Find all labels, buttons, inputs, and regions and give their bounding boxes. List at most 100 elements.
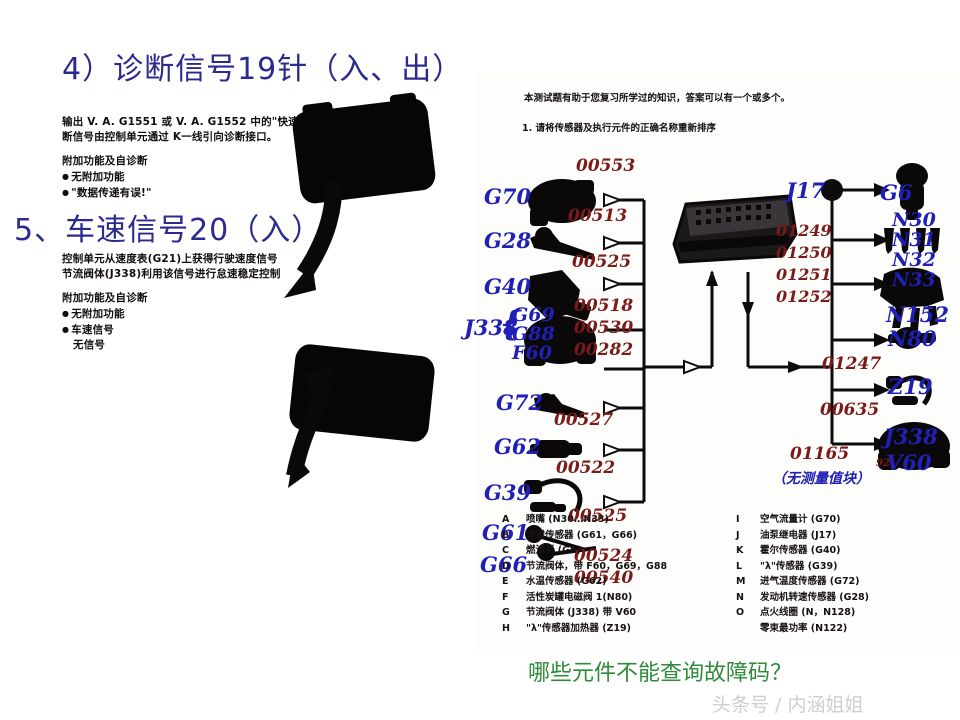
legend-item-o: O 点火线圈 (N，N128): [736, 605, 869, 621]
hw-fault-01252: 01252: [776, 287, 832, 306]
legend-text-l: "λ"传感器 (G39): [760, 560, 838, 572]
hw-injector-codes: N30 N31 N32 N33: [892, 210, 936, 290]
hw-group-label-j338: J338: [464, 315, 518, 340]
hw-code-n33: N33: [892, 269, 936, 291]
hw-fault-01249: 01249: [776, 221, 832, 240]
legend-key-n: N: [736, 591, 744, 603]
legend-item-j: J 油泵继电器 (J17): [736, 528, 869, 544]
hw-code-g40: G40: [484, 274, 532, 299]
throttle-body-j338-icon: [878, 422, 950, 470]
legend-item-e: E 水温传感器 (G62): [502, 574, 667, 590]
hw-code-n31: N31: [892, 229, 936, 251]
hw-fault-00518: 00518: [574, 296, 634, 316]
hw-code-z19: Z19: [888, 374, 933, 399]
hw-code-f60: F60: [512, 342, 552, 364]
engine-speed-sensor-icon: [530, 227, 594, 260]
engine-control-unit-image: [672, 194, 798, 264]
legend-key-l: L: [736, 560, 743, 572]
intake-temp-sensor-icon: [534, 393, 584, 418]
watermark-text: 头条号 / 内涵姐姐: [712, 694, 864, 716]
legend-text-a: 喷嘴 (N30…N33): [526, 514, 609, 525]
hw-fault-00513: 00513: [568, 206, 628, 226]
section-4-bullet-2: "数据传递有误!": [62, 185, 369, 201]
air-flow-meter-icon: [528, 179, 596, 226]
legend-sub-n122: 零束最功率 (N122): [760, 622, 848, 634]
hw-code-g70: G70: [484, 184, 532, 209]
diagnostic-connector-photo-top: [290, 97, 438, 205]
section-4-bullet-1: 无附加功能: [62, 169, 369, 185]
hw-group-members: G69 G88 F60: [512, 306, 555, 363]
hall-sensor-icon: [528, 270, 592, 321]
hw-fault-00525b: 00525: [568, 506, 628, 526]
legend-text-o: 点火线圈 (N，N128): [760, 607, 856, 618]
hw-code-g62: G62: [494, 434, 542, 459]
legend-item-i: I 空气流量计 (G70): [736, 512, 869, 528]
legend-text-f: 活性炭罐电磁阀 1(N80): [526, 591, 633, 603]
legend-text-j: 油泵继电器 (J17): [760, 529, 837, 541]
legend-key-k: K: [736, 545, 744, 556]
hw-fault-01247: 01247: [822, 354, 882, 374]
section-4-body-line-2: 断信号由控制单元通过 K一线引向诊断接口。: [62, 131, 278, 143]
green-question-text: 哪些元件不能查询故障码？: [528, 661, 793, 686]
hw-code-g66: G66: [480, 552, 528, 577]
legend-text-d: 节流阀体，带 F60，G69，G88: [526, 560, 668, 572]
section-5-title: 5、车速信号20（入）: [14, 213, 323, 248]
section-5-sub-heading: 附加功能及自诊断: [62, 292, 148, 304]
legend-item-h: H "λ"传感器加热器 (Z19): [502, 621, 667, 637]
legend-key-h: H: [502, 622, 510, 634]
hw-fault-00635: 00635: [820, 400, 880, 420]
legend-key-c: C: [502, 545, 509, 556]
hw-annotation-cn: （无测量值块）: [772, 471, 870, 487]
hw-code-g28: G28: [484, 228, 532, 253]
section-4-description: 输出 V. A. G1551 或 V. A. G1552 中的"快速数据传递"的…: [62, 115, 369, 201]
hw-fault-00524: 00524: [574, 546, 634, 566]
fuel-pump-icon: [896, 163, 928, 220]
hw-fault-00540: 00540: [574, 568, 634, 588]
lambda-heater-icon: [886, 375, 932, 406]
legend-key-g: G: [502, 607, 510, 618]
legend-key-e: E: [502, 576, 509, 587]
section-5-bullet-2: 车速信号: [62, 322, 281, 338]
legend-text-n: 发动机转速传感器 (G28): [760, 591, 870, 603]
hw-fault-00282: 00282: [574, 340, 634, 360]
spacer: [62, 282, 281, 291]
legend-key-o: O: [736, 607, 745, 618]
section-5-bullet-1: 无附加功能: [62, 306, 281, 322]
legend-text-m: 进气温度传感器 (G72): [760, 576, 860, 587]
legend-text-b: 爆震传感器 (G61，G66): [526, 529, 638, 541]
throttle-body-icon: [524, 316, 596, 366]
coolant-temp-sensor-icon: [530, 440, 582, 458]
legend-key-i: I: [736, 514, 740, 525]
legend-key-d: D: [502, 560, 510, 572]
legend-text-e: 水温传感器 (G62): [526, 576, 607, 587]
hw-brace-icon: {: [500, 304, 522, 344]
legend-item-d: D 节流阀体，带 F60，G69，G88: [502, 559, 667, 575]
legend-key-f: F: [502, 591, 509, 603]
hw-center-fault-stack: 01249 01250 01251 01252: [776, 220, 832, 308]
hw-fault-01165: 01165: [790, 444, 850, 464]
legend-key-b: B: [502, 529, 510, 541]
legend-item-c: C 燃油泵 (G6): [502, 543, 667, 559]
hw-fault-00522: 00522: [556, 458, 616, 478]
knock-sensor-icon: [525, 525, 597, 561]
injector-nozzles-icon: [884, 228, 940, 254]
legend-text-i: 空气流量计 (G70): [760, 514, 841, 525]
hw-fault-00527: 00527: [554, 410, 614, 430]
lambda-sensor-icon: [524, 478, 583, 514]
hw-code-n80: N80: [888, 326, 937, 351]
hw-code-g61: G61: [482, 520, 530, 545]
legend-item-b: B 爆震传感器 (G61，G66): [502, 528, 667, 544]
legend-key-j: J: [736, 529, 740, 541]
carbon-canister-valve-icon: [888, 327, 936, 349]
hw-code-g69: G69: [512, 304, 555, 326]
legend-text-c: 燃油泵 (G6): [526, 545, 581, 556]
page-intro-text: 本测试题有助于您复习所学过的知识，答案可以有一个或多个。: [524, 93, 791, 104]
section-4-title: 4）诊断信号19针（入、出）: [62, 52, 464, 87]
hw-code-g72: G72: [496, 390, 544, 415]
legend-text-h: "λ"传感器加热器 (Z19): [526, 622, 632, 634]
hw-code-v60: V60: [886, 450, 932, 475]
